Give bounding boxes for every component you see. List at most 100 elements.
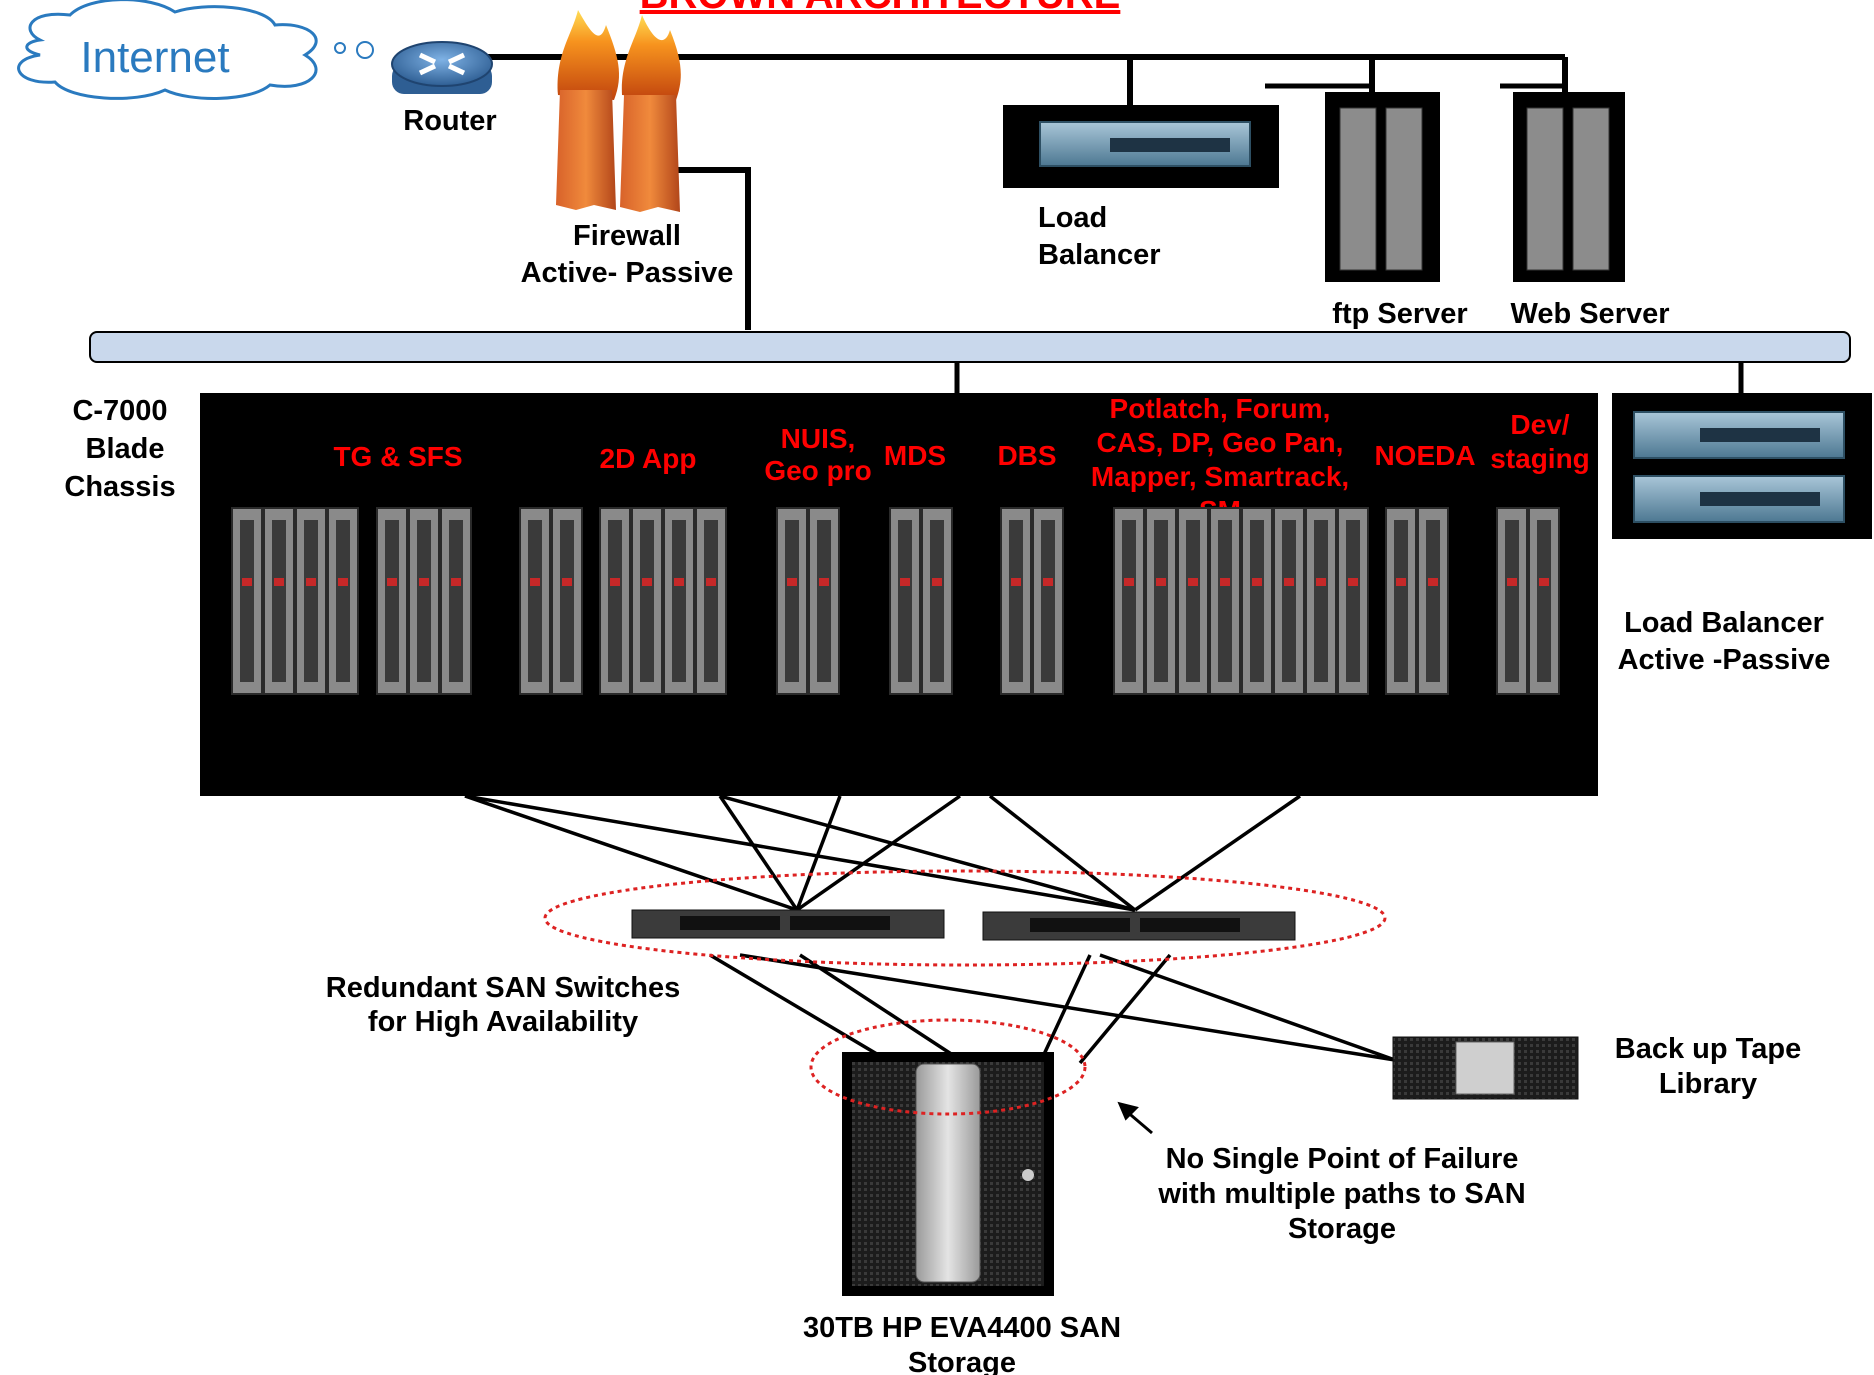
blade-group-label: NOEDA xyxy=(1374,440,1475,471)
blade-led xyxy=(610,578,620,586)
load-balancer-top-line2: Balancer xyxy=(1038,239,1161,271)
blade-slot xyxy=(1394,520,1408,682)
blade-group-6: NOEDA xyxy=(1374,440,1476,695)
blade-slot xyxy=(1250,520,1264,682)
blade-led xyxy=(1428,578,1438,586)
blade-group-label: DBS xyxy=(997,440,1056,471)
blade-slot xyxy=(817,520,831,682)
blade-led xyxy=(932,578,942,586)
blade-led xyxy=(1124,578,1134,586)
blade-slot xyxy=(1505,520,1519,682)
blade-slot xyxy=(608,520,622,682)
blade-slot xyxy=(898,520,912,682)
blade-slot xyxy=(1041,520,1055,682)
blade-slot xyxy=(1154,520,1168,682)
blade-led xyxy=(900,578,910,586)
blade-led xyxy=(419,578,429,586)
chassis-label-line2: Blade xyxy=(86,433,165,465)
san-links xyxy=(464,794,1396,1065)
blade-led xyxy=(1539,578,1549,586)
blade-group-7: Dev/staging xyxy=(1490,409,1590,695)
san-storage xyxy=(842,1052,1054,1296)
blade-led xyxy=(242,578,252,586)
blade-slot xyxy=(1009,520,1023,682)
blade-slot xyxy=(1282,520,1296,682)
blade-group-4: DBS xyxy=(997,440,1064,695)
blade-group-label: Geo pro xyxy=(764,455,871,486)
firewall-icon xyxy=(556,10,681,212)
arrow-icon xyxy=(1117,1101,1153,1135)
san-storage-ring xyxy=(809,1018,1087,1116)
blade-slot xyxy=(1346,520,1360,682)
blade-led xyxy=(1252,578,1262,586)
blade-led xyxy=(1220,578,1230,586)
tape-library-label-line2: Library xyxy=(1659,1068,1757,1100)
blade-slot xyxy=(449,520,463,682)
blade-led xyxy=(562,578,572,586)
blade-group-label: CAS, DP, Geo Pan, xyxy=(1097,427,1344,458)
blade-slot xyxy=(640,520,654,682)
blade-group-label: TG & SFS xyxy=(333,441,462,472)
blade-led xyxy=(787,578,797,586)
blade-group-label: NUIS, xyxy=(781,423,856,454)
load-balancer-right-line2: Active -Passive xyxy=(1618,644,1831,676)
blade-led xyxy=(819,578,829,586)
blade-slot xyxy=(1218,520,1232,682)
blade-led xyxy=(1043,578,1053,586)
blade-led xyxy=(306,578,316,586)
blade-led xyxy=(1316,578,1326,586)
router-label: Router xyxy=(403,105,496,137)
no-spof-line1: No Single Point of Failure xyxy=(1166,1143,1519,1175)
blade-led xyxy=(1348,578,1358,586)
network-bus xyxy=(89,331,1851,363)
load-balancer-top xyxy=(1003,105,1279,188)
blade-led xyxy=(1284,578,1294,586)
san-switches-ring xyxy=(543,869,1387,967)
ftp-server-label: ftp Server xyxy=(1332,298,1467,330)
blade-slot xyxy=(1186,520,1200,682)
san-switches-label-line2: for High Availability xyxy=(368,1006,638,1038)
load-balancer-top-line1: Load xyxy=(1038,202,1107,234)
firewall-label-line2: Active- Passive xyxy=(521,257,734,289)
diagram-title: BROWN ARCHITECTURE xyxy=(640,0,1121,17)
blade-led xyxy=(451,578,461,586)
blade-led xyxy=(706,578,716,586)
blade-group-label: Dev/ xyxy=(1510,409,1569,440)
blade-slot xyxy=(704,520,718,682)
blade-led xyxy=(338,578,348,586)
san-storage-label-line2: Storage xyxy=(908,1347,1016,1375)
web-server xyxy=(1513,92,1625,282)
blade-group-3: MDS xyxy=(884,440,953,695)
blade-group-label: 2D App xyxy=(600,443,697,474)
blade-slot xyxy=(930,520,944,682)
no-spof-line2: with multiple paths to SAN xyxy=(1157,1178,1525,1210)
blade-slot xyxy=(560,520,574,682)
internet-cloud: Internet xyxy=(17,0,374,100)
san-switch-right xyxy=(982,911,1296,941)
san-storage-label-line1: 30TB HP EVA4400 SAN xyxy=(803,1312,1121,1344)
blade-led xyxy=(1396,578,1406,586)
blade-slot xyxy=(304,520,318,682)
bus-connectors xyxy=(954,362,1744,395)
blade-slot xyxy=(785,520,799,682)
blade-slot xyxy=(336,520,350,682)
no-spof-line3: Storage xyxy=(1288,1213,1396,1245)
blade-slot xyxy=(417,520,431,682)
load-balancer-right xyxy=(1612,393,1872,539)
blade-led xyxy=(274,578,284,586)
blade-led xyxy=(387,578,397,586)
blade-group-2: NUIS,Geo pro xyxy=(764,423,872,695)
blade-slot xyxy=(385,520,399,682)
blade-led xyxy=(1188,578,1198,586)
web-server-label: Web Server xyxy=(1510,298,1669,330)
blade-group-1: 2D App xyxy=(519,443,727,695)
blade-led xyxy=(1011,578,1021,586)
chassis-label-line1: C-7000 xyxy=(72,395,167,427)
internet-label: Internet xyxy=(80,33,229,82)
router-icon xyxy=(391,41,493,94)
blade-led xyxy=(530,578,540,586)
san-switches-label-line1: Redundant SAN Switches xyxy=(326,972,681,1004)
san-switch-left xyxy=(631,909,945,939)
